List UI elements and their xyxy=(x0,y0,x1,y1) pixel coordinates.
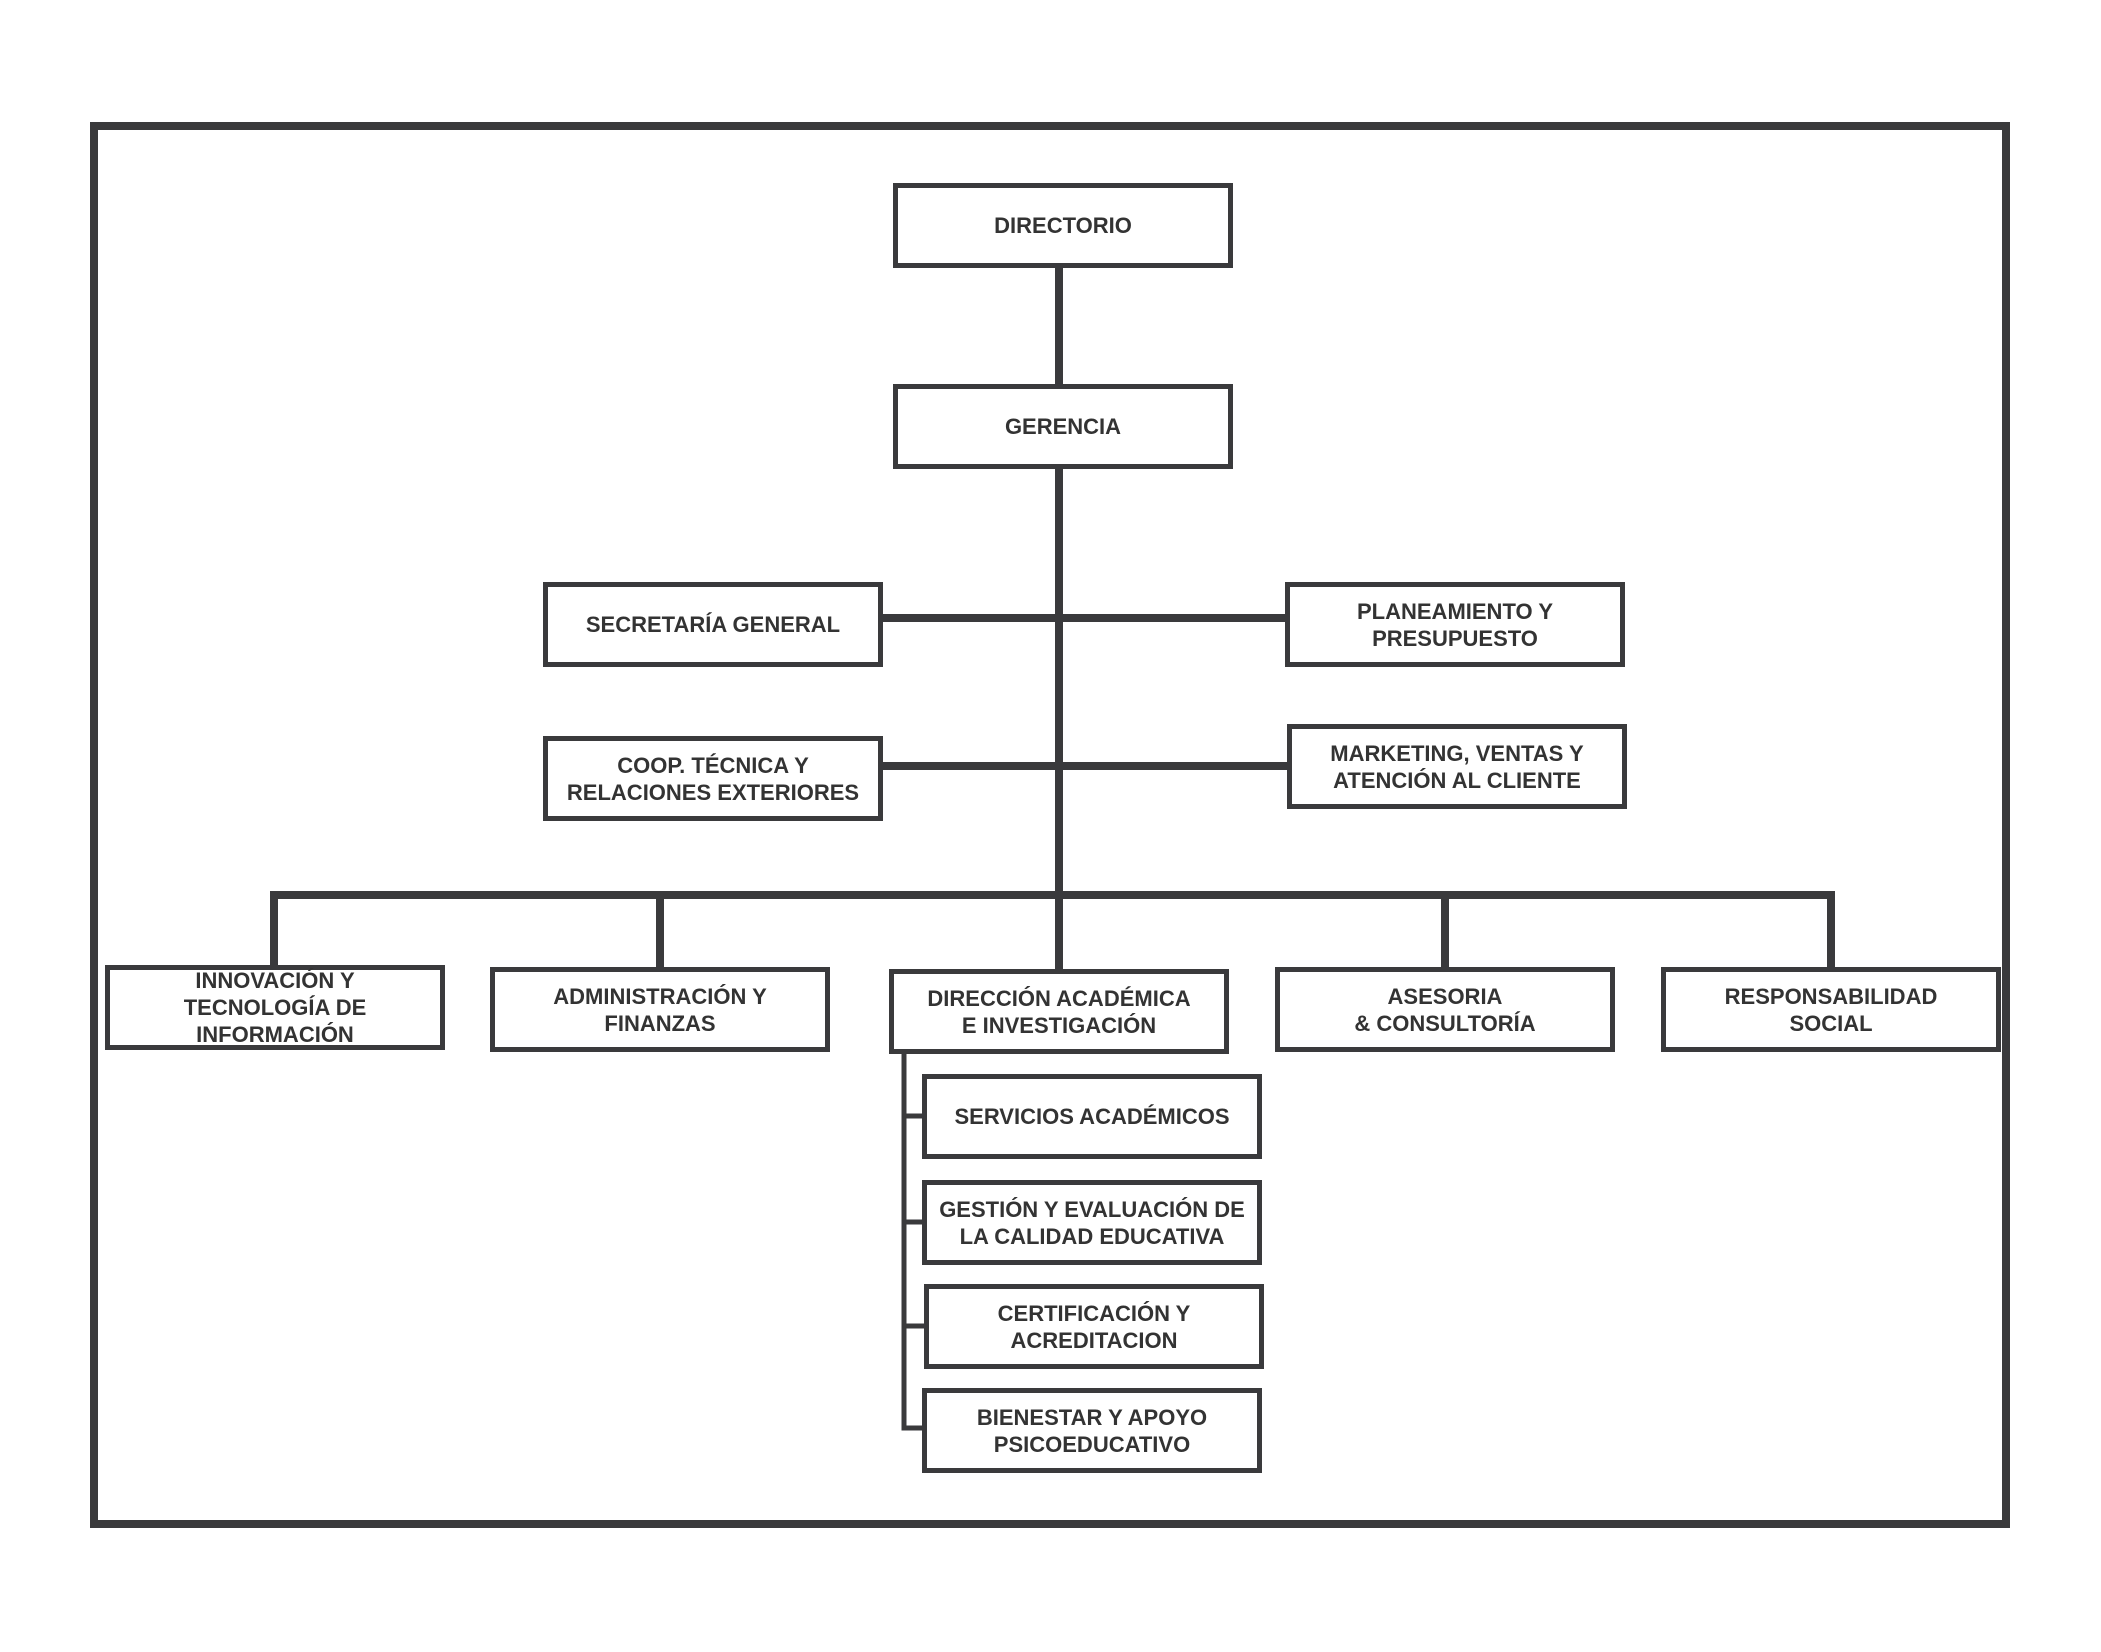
node-innovacion-label: INNOVACIÓN Y TECNOLOGÍA DE INFORMACIÓN xyxy=(183,968,367,1047)
node-administracion-label: ADMINISTRACIÓN Y FINANZAS xyxy=(553,983,767,1036)
node-secretaria-general-label: SECRETARÍA GENERAL xyxy=(585,612,841,637)
node-planeamiento: PLANEAMIENTO Y PRESUPUESTO xyxy=(1285,582,1625,667)
node-directorio: DIRECTORIO xyxy=(893,183,1233,268)
node-asesoria: ASESORIA & CONSULTORÍA xyxy=(1275,967,1615,1052)
node-direccion-academica: DIRECCIÓN ACADÉMICA E INVESTIGACIÓN xyxy=(889,969,1229,1054)
node-certificacion-label: CERTIFICACIÓN Y ACREDITACION xyxy=(997,1300,1191,1353)
node-innovacion: INNOVACIÓN Y TECNOLOGÍA DE INFORMACIÓN xyxy=(105,965,445,1050)
node-servicios-academicos: SERVICIOS ACADÉMICOS xyxy=(922,1074,1262,1159)
node-secretaria-general: SECRETARÍA GENERAL xyxy=(543,582,883,667)
node-gestion-calidad: GESTIÓN Y EVALUACIÓN DE LA CALIDAD EDUCA… xyxy=(922,1180,1262,1265)
node-direccion-academica-label: DIRECCIÓN ACADÉMICA E INVESTIGACIÓN xyxy=(927,985,1191,1038)
node-administracion: ADMINISTRACIÓN Y FINANZAS xyxy=(490,967,830,1052)
node-bienestar-label: BIENESTAR Y APOYO PSICOEDUCATIVO xyxy=(976,1404,1208,1457)
node-servicios-academicos-label: SERVICIOS ACADÉMICOS xyxy=(954,1104,1230,1129)
node-responsabilidad: RESPONSABILIDAD SOCIAL xyxy=(1661,967,2001,1052)
node-coop-tecnica: COOP. TÉCNICA Y RELACIONES EXTERIORES xyxy=(543,736,883,821)
node-asesoria-label: ASESORIA & CONSULTORÍA xyxy=(1354,983,1536,1036)
node-certificacion: CERTIFICACIÓN Y ACREDITACION xyxy=(924,1284,1264,1369)
node-gerencia: GERENCIA xyxy=(893,384,1233,469)
node-responsabilidad-label: RESPONSABILIDAD SOCIAL xyxy=(1724,983,1938,1036)
node-gestion-calidad-label: GESTIÓN Y EVALUACIÓN DE LA CALIDAD EDUCA… xyxy=(939,1196,1245,1249)
node-planeamiento-label: PLANEAMIENTO Y PRESUPUESTO xyxy=(1357,598,1553,651)
node-coop-tecnica-label: COOP. TÉCNICA Y RELACIONES EXTERIORES xyxy=(566,752,860,805)
node-directorio-label: DIRECTORIO xyxy=(994,213,1132,238)
diagram-frame xyxy=(90,122,2010,1528)
node-marketing-label: MARKETING, VENTAS Y ATENCIÓN AL CLIENTE xyxy=(1330,740,1584,793)
node-bienestar: BIENESTAR Y APOYO PSICOEDUCATIVO xyxy=(922,1388,1262,1473)
node-gerencia-label: GERENCIA xyxy=(1004,414,1122,439)
node-marketing: MARKETING, VENTAS Y ATENCIÓN AL CLIENTE xyxy=(1287,724,1627,809)
